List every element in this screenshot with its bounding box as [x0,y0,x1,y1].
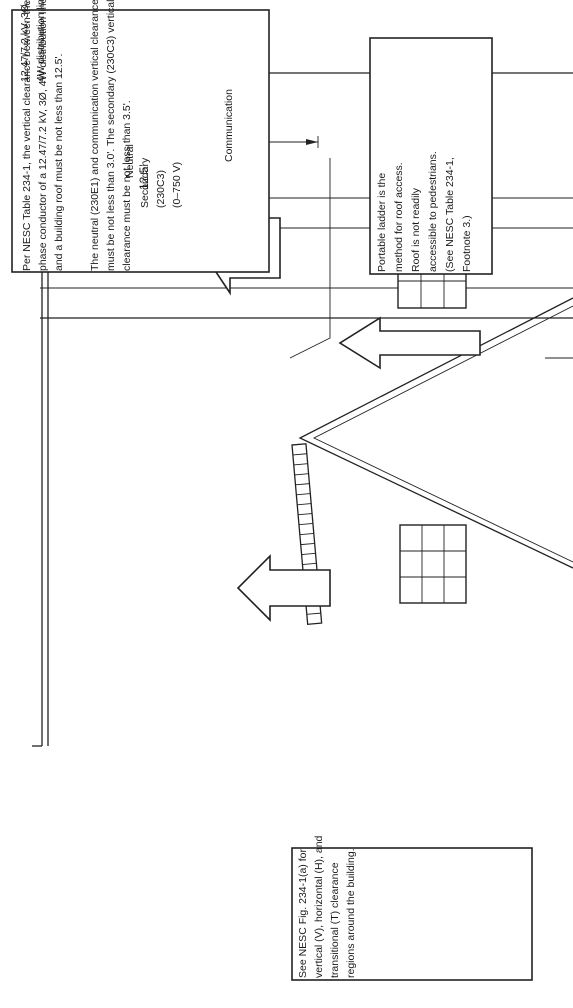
neutral-label: Neutral [124,144,136,178]
ladder-note-line-3: Roof is not readily [410,187,422,272]
top-note-line-5: The neutral (230E1) and communication ve… [89,0,101,271]
top-note-line-3: and a building roof must be not less tha… [53,54,65,271]
ladder-note-line-5: (See NESC Table 234-1, [444,157,456,272]
secondary-label-1: Secondary [139,157,151,208]
distribution-line-label-1: 12.47/7.2 kV, 3Ø, [19,1,31,82]
window-upper [399,524,467,604]
bottom-note-box [291,847,533,981]
top-note-line-2: phase conductor of a 12.47/7.2 kV, 3Ø, 4… [37,0,49,271]
ladder-note-line-2: method for roof access. [393,162,405,272]
distribution-line-label-2: 4W distribution line [35,0,47,82]
ladder-note-box [369,37,493,275]
communication-label: Communication [223,89,235,162]
ladder-note-line-1: Portable ladder is the [376,173,388,272]
arrow-ladder-note [236,554,331,622]
dimension-text: 12.5' [137,164,151,190]
top-note-line-1: Per NESC Table 234-1, the vertical clear… [21,0,33,271]
top-note-box [11,9,270,273]
bottom-note-line-1: See NESC Fig. 234-1(a) for [297,849,309,978]
top-note-line-6: must be not less than 3.0'. The secondar… [105,0,117,271]
ladder-note-line-4: accessible to pedestrians. [427,151,439,272]
bottom-note-line-4: regions around the building. [345,848,357,978]
top-note-line-7: clearance must be not less than 3.5'. [121,100,133,271]
secondary-label-2: (230C3) [155,170,167,208]
secondary-label-3: (0–750 V) [171,162,183,208]
arrow-bottom-note [289,158,481,370]
building [298,297,573,569]
bottom-note-line-2: vertical (V), horizontal (H), and [313,835,325,978]
ladder-note-line-6: Footnote 3.) [461,215,473,272]
bottom-note-line-3: transitional (T) clearance [329,862,341,978]
